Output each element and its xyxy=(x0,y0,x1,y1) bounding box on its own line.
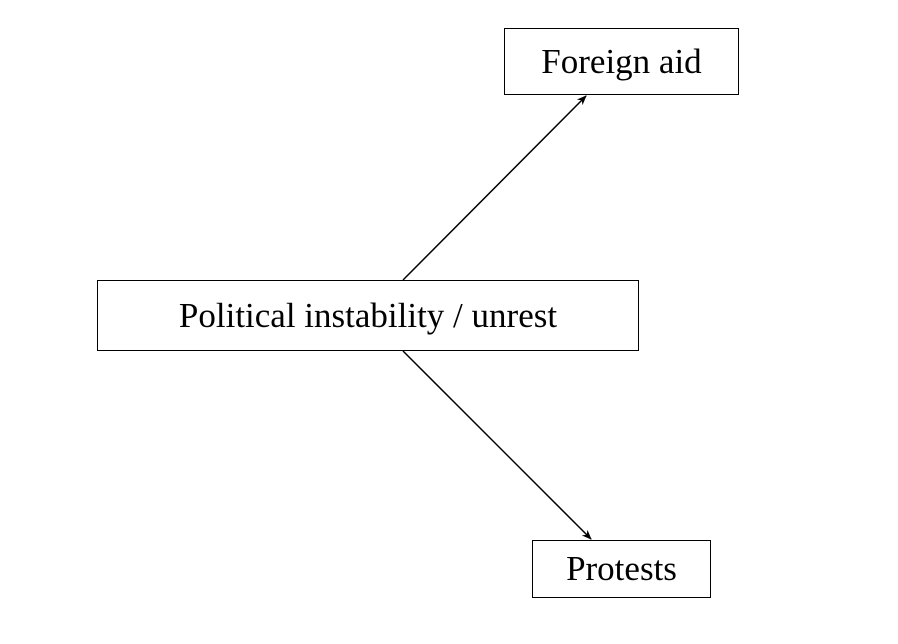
edge-to-foreign-aid xyxy=(402,95,587,281)
node-label: Foreign aid xyxy=(541,41,702,81)
node-foreign-aid: Foreign aid xyxy=(504,28,739,95)
edge-to-protests xyxy=(402,350,592,540)
node-political-instability: Political instability / unrest xyxy=(97,280,639,351)
node-label: Protests xyxy=(566,549,677,588)
node-label: Political instability / unrest xyxy=(178,295,558,335)
node-protests: Protests xyxy=(532,540,711,598)
